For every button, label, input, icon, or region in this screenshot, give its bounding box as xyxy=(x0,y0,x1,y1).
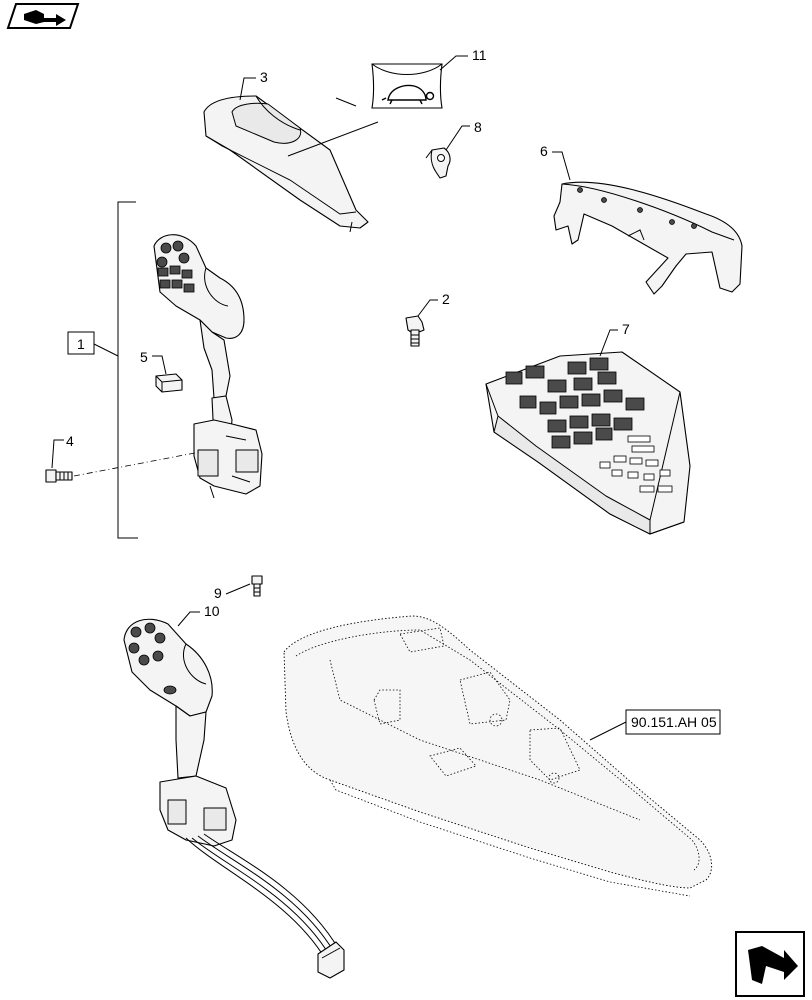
callout-4: 4 xyxy=(66,433,74,449)
book-arrow-icon[interactable] xyxy=(6,3,80,29)
callout-7: 7 xyxy=(622,321,630,337)
callout-leaders xyxy=(51,55,627,741)
callout-11: 11 xyxy=(472,47,487,63)
callout-5: 5 xyxy=(140,349,148,365)
callout-8: 8 xyxy=(474,119,482,135)
part-8-clip xyxy=(425,147,451,179)
assembly-1-bracket xyxy=(93,201,138,539)
part-3-cover xyxy=(203,95,379,233)
part-11-decal xyxy=(335,63,443,109)
reference-link[interactable]: 90.151.AH 05 xyxy=(625,709,721,735)
armrest-console xyxy=(283,615,713,897)
next-page-arrow-icon[interactable] xyxy=(735,931,805,997)
callout-2: 2 xyxy=(442,291,450,307)
callout-9: 9 xyxy=(214,585,222,601)
part-6-bracket xyxy=(553,181,743,295)
part-2-bolt xyxy=(405,315,425,347)
callout-labels: 1 2 3 4 5 6 7 8 9 10 11 xyxy=(66,47,630,619)
part-9-screw xyxy=(251,575,263,597)
callout-1: 1 xyxy=(77,336,85,352)
callout-10: 10 xyxy=(204,603,220,619)
callout-1-box xyxy=(67,331,95,355)
part-7-control-module xyxy=(485,351,691,535)
part-10-joystick-harness xyxy=(123,618,345,979)
callout-6: 6 xyxy=(540,143,548,159)
turtle-slow-icon xyxy=(381,84,435,105)
reference-label[interactable]: 90.151.AH 05 xyxy=(631,714,717,730)
callout-3: 3 xyxy=(260,69,268,85)
part-1-joystick-assembly xyxy=(153,234,263,499)
part-5-block xyxy=(155,373,183,393)
part-4-screw xyxy=(45,451,201,483)
